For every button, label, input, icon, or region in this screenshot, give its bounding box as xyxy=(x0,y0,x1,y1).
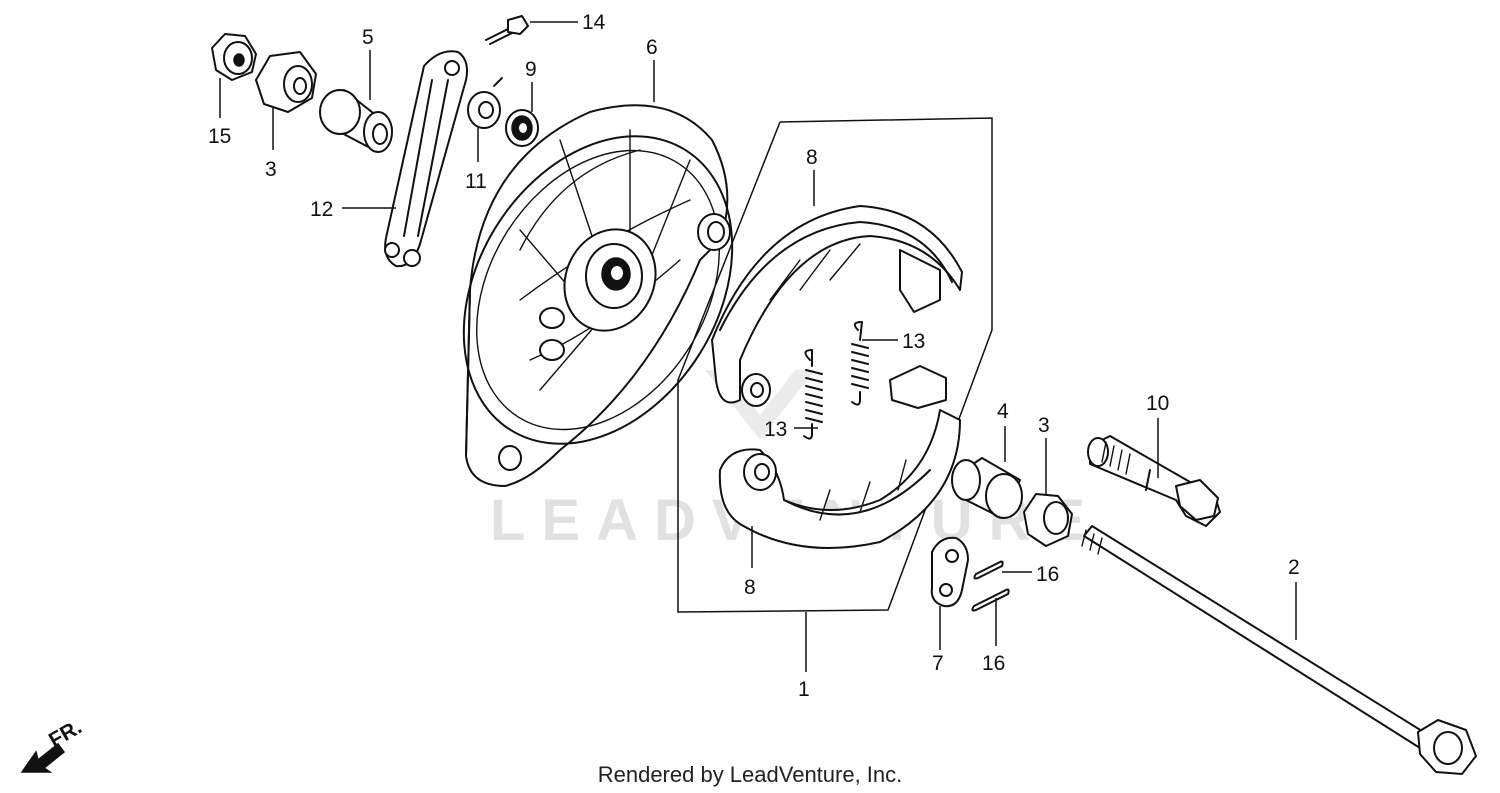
part-camshaft-10[interactable] xyxy=(1087,435,1221,527)
part-brake-arm-12[interactable] xyxy=(384,50,468,268)
callout-2: 2 xyxy=(1288,556,1300,579)
callout-14: 14 xyxy=(582,11,606,34)
front-direction-indicator: FR. xyxy=(20,715,86,773)
part-spring-13-left[interactable] xyxy=(803,349,823,440)
part-spacer-4[interactable] xyxy=(951,457,1023,519)
callout-11: 11 xyxy=(465,170,487,193)
credit-text: Rendered by LeadVenture, Inc. xyxy=(598,762,903,787)
callout-16-lower: 16 xyxy=(982,652,1005,675)
callout-5: 5 xyxy=(362,26,374,49)
part-axle-2[interactable] xyxy=(1081,525,1477,775)
callout-9: 9 xyxy=(525,58,537,81)
callout-4: 4 xyxy=(997,400,1009,423)
part-collar-3-top[interactable] xyxy=(255,51,317,113)
brake-shoe-assembly-bracket xyxy=(677,117,993,613)
part-brake-shoe-8-lower[interactable] xyxy=(718,365,961,549)
part-brake-shoe-8-upper[interactable] xyxy=(711,205,963,407)
front-arrow-icon xyxy=(20,742,66,773)
part-cotter-pin-16-upper[interactable] xyxy=(973,560,1004,580)
callout-13-right: 13 xyxy=(902,330,925,353)
part-collar-3-bottom[interactable] xyxy=(1023,493,1073,547)
callout-3-top: 3 xyxy=(265,158,277,181)
part-plate-7[interactable] xyxy=(930,536,969,608)
front-direction-label: FR. xyxy=(45,715,86,752)
part-bushing-5[interactable] xyxy=(319,89,393,153)
part-washer-11[interactable] xyxy=(467,77,503,129)
callout-13-left: 13 xyxy=(764,418,787,441)
callout-8-lower: 8 xyxy=(744,576,756,599)
callout-8-upper: 8 xyxy=(806,146,818,169)
callouts: 15 3 5 6 9 11 12 14 8 13 13 4 3 10 2 8 1… xyxy=(208,11,1300,701)
callout-6: 6 xyxy=(646,36,658,59)
callout-7: 7 xyxy=(932,652,944,675)
part-cotter-pin-16-lower[interactable] xyxy=(971,588,1010,612)
part-brake-panel-6[interactable] xyxy=(409,86,787,493)
callout-3-bottom: 3 xyxy=(1038,414,1050,437)
callout-1: 1 xyxy=(798,678,810,701)
part-nut-15[interactable] xyxy=(211,33,257,81)
part-spring-13-right[interactable] xyxy=(851,321,869,406)
part-bolt-14[interactable] xyxy=(485,15,529,45)
callout-10: 10 xyxy=(1146,392,1169,415)
callout-16-upper: 16 xyxy=(1036,563,1059,586)
part-seal-9[interactable] xyxy=(505,109,539,147)
callout-15: 15 xyxy=(208,125,231,148)
callout-12: 12 xyxy=(310,198,333,221)
leader-lines xyxy=(219,21,1297,672)
